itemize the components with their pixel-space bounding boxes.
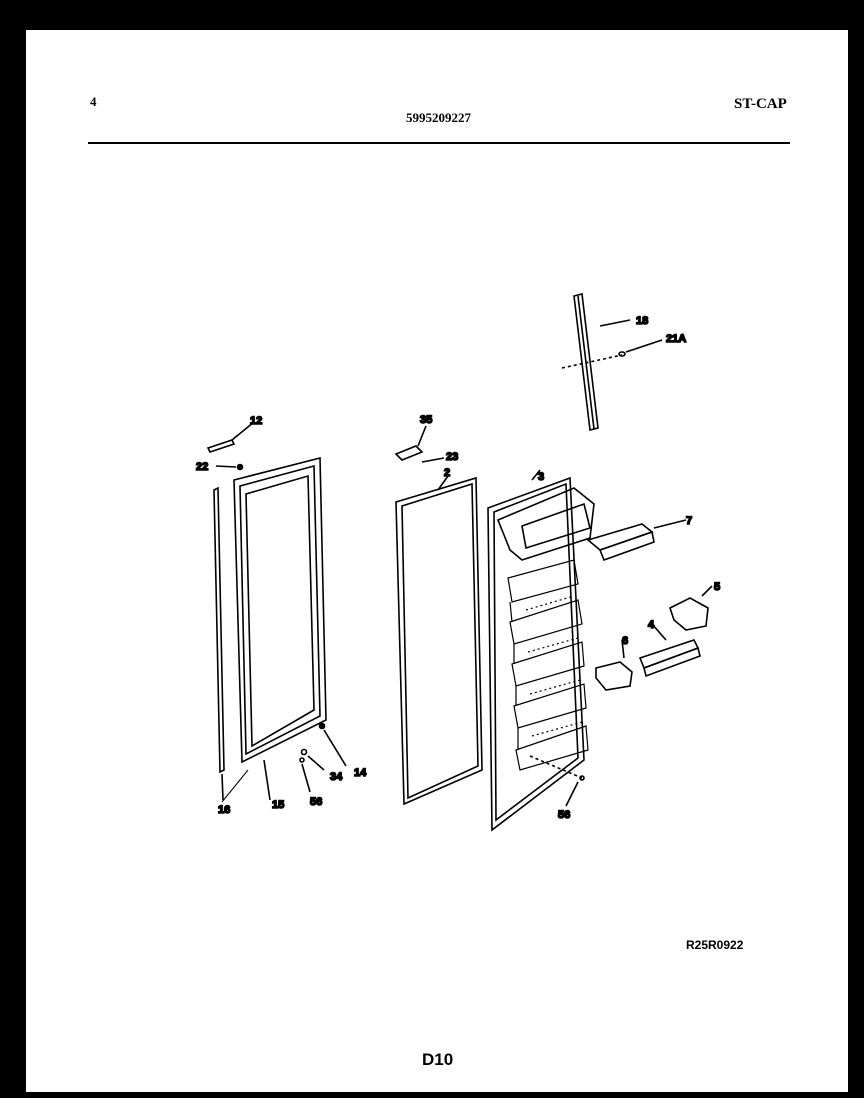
part-screw-14 xyxy=(318,722,347,767)
callout-22: 22 xyxy=(196,461,208,473)
callout-18-top: 18 xyxy=(636,315,648,327)
callout-34: 34 xyxy=(330,771,343,783)
document-number: 5995209227 xyxy=(406,110,471,125)
callout-15: 15 xyxy=(272,799,284,811)
callout-16-bottom: 16 xyxy=(218,804,230,816)
part-top-bracket xyxy=(394,425,445,463)
callout-23: 23 xyxy=(446,451,458,463)
leader-lines xyxy=(221,769,249,803)
callout-56-left: 56 xyxy=(310,796,322,808)
model-code: ST-CAP xyxy=(734,96,787,112)
callout-21a: 21A xyxy=(666,333,686,345)
part-fasteners-34-56 xyxy=(299,748,325,793)
part-clip-5 xyxy=(669,585,713,631)
callout-6: 6 xyxy=(622,635,628,647)
header-rule xyxy=(88,142,790,144)
part-door-frame xyxy=(233,456,327,801)
part-rack-bar xyxy=(638,623,701,678)
callout-7: 7 xyxy=(686,515,692,527)
part-retainer-6 xyxy=(595,639,633,691)
part-door-gasket xyxy=(395,475,483,806)
part-hinge-strip xyxy=(561,293,663,431)
part-screw xyxy=(215,463,244,471)
part-handle-top xyxy=(206,421,255,453)
callout-4: 4 xyxy=(648,619,655,631)
diagram-id: D10 xyxy=(422,1050,454,1069)
callout-3: 3 xyxy=(538,471,544,483)
part-seal-strip xyxy=(213,486,225,801)
exploded-parts-diagram: 18 21A 12 35 23 22 2 3 7 5 6 4 14 34 16 … xyxy=(195,293,721,832)
callout-56-right: 56 xyxy=(558,809,570,821)
callout-12: 12 xyxy=(250,415,262,427)
callout-labels: 18 21A 12 35 23 22 2 3 7 5 6 4 14 34 16 … xyxy=(195,314,721,822)
callout-5: 5 xyxy=(714,581,720,593)
reference-code: R25R0922 xyxy=(686,938,744,952)
callout-35: 35 xyxy=(420,414,432,426)
callout-2: 2 xyxy=(444,467,450,479)
parts-sheet: 4 5995209227 ST-CAP xyxy=(26,30,848,1092)
part-shelf-bar xyxy=(586,519,687,562)
page-number: 4 xyxy=(90,94,97,109)
part-door-liner xyxy=(487,469,595,832)
callout-14: 14 xyxy=(354,767,367,779)
